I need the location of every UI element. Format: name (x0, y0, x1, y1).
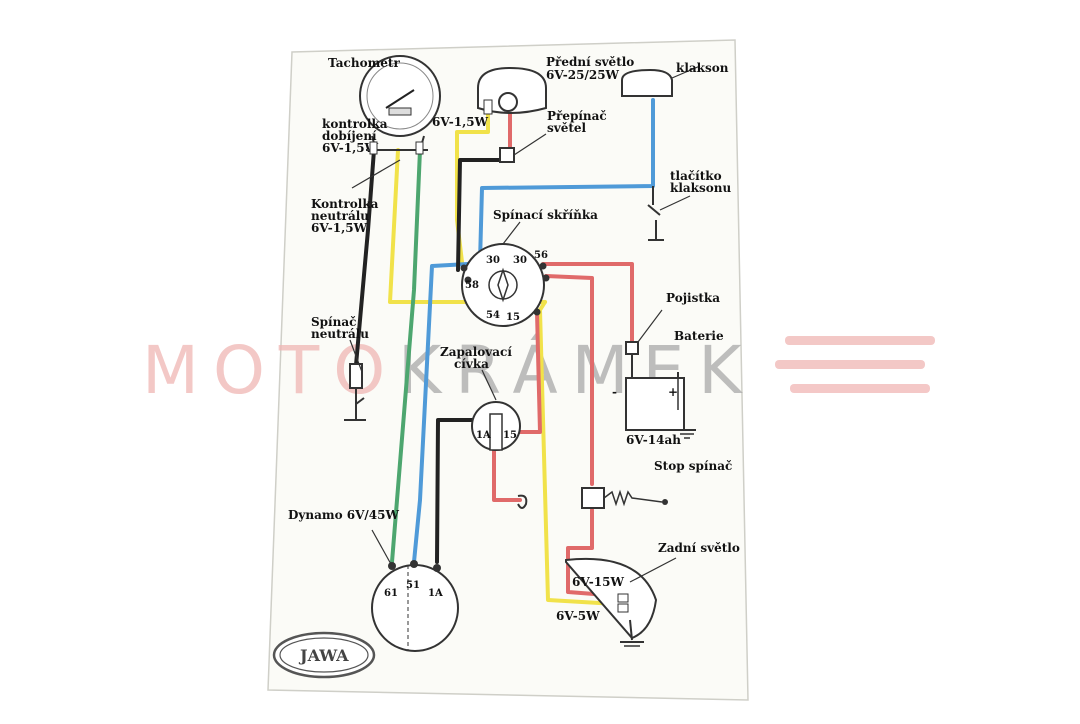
terminal-56: 56 (534, 250, 548, 261)
stop-spinac-label: Stop spínač (654, 459, 732, 473)
tlacitko-label-1: tlačítko (670, 169, 722, 183)
predni-svetlo-spec: 6V-25/25W (546, 68, 620, 82)
kontrolka-neutralu-label-3: 6V-1,5W (311, 221, 368, 235)
battery-plus: + (668, 385, 678, 399)
wire-blue-dynamo (412, 262, 470, 564)
zadni-svetlo-label: Zadní světlo (658, 541, 740, 555)
watermark-bar-3 (790, 384, 930, 393)
spinaci-skrinka-label: Spínací skříňka (493, 208, 598, 222)
pojistka-label: Pojistka (666, 291, 720, 305)
horn-icon (621, 65, 701, 97)
wire-red-battery (541, 262, 634, 347)
dynamo-terminal-1a: 1A (428, 588, 443, 599)
dynamo-label: Dynamo 6V/45W (288, 508, 400, 522)
spinac-neutralu-label-1: Spínač (311, 315, 356, 329)
prepinac-label-1: Přepínač (547, 109, 607, 123)
ignition-coil-icon (471, 369, 528, 509)
watermark-bar-1 (785, 336, 935, 345)
battery-icon (625, 354, 696, 439)
dynamo-terminal-51: 51 (406, 580, 420, 591)
terminal-54: 54 (486, 310, 500, 321)
coil-terminal-1a: 1A (476, 430, 491, 441)
spinac-neutralu-label-2: neutrálu (311, 327, 369, 341)
terminal-15: 15 (506, 312, 520, 323)
kontrolka-dobijeni-label-2: dobíjení (322, 129, 377, 143)
wire-red-stop (544, 274, 594, 486)
kontrolka-neutralu-label-2: neutrálu (311, 209, 369, 223)
zadni-spec-2: 6V-5W (556, 609, 600, 623)
klakson-label: klakson (676, 61, 729, 75)
coil-terminal-15: 15 (503, 430, 517, 441)
wire-green (390, 148, 422, 564)
ignition-switch-icon (460, 221, 550, 327)
paper-sheet (267, 39, 749, 701)
prepinac-label-2: světel (547, 121, 587, 135)
wire-black-coil (435, 418, 478, 564)
wire-red-coil (513, 310, 542, 434)
terminal-30a: 30 (486, 255, 500, 266)
wire-red-spark (492, 448, 522, 502)
predni-svetlo-label: Přední světlo (546, 55, 634, 69)
wire-black-switch (456, 158, 502, 272)
headlight-icon (477, 66, 547, 115)
taillight-icon (565, 557, 677, 647)
watermark-bar-2 (775, 360, 925, 369)
jawa-logo-text: JAWA (298, 646, 349, 665)
battery-minus: - (612, 385, 617, 399)
light-switch-icon (499, 133, 547, 163)
horn-button-icon (647, 186, 691, 241)
tachometr-label: Tachometr (328, 56, 400, 70)
baterie-spec: 6V-14ah (626, 433, 681, 447)
baterie-label: Baterie (674, 329, 724, 343)
kontrolka-dobijeni-label-3: 6V-1,5W (322, 141, 379, 155)
dynamo-terminal-61: 61 (384, 588, 398, 599)
stop-switch-icon (581, 487, 668, 509)
tlacitko-label-2: klaksonu (670, 181, 731, 195)
dynamo-icon (371, 529, 459, 652)
kontrolka-neutralu-label-1: Kontrolka (311, 197, 379, 211)
tachometer-icon (359, 55, 441, 151)
zapalovaci-label-1: Zapalovací (440, 345, 512, 359)
zadni-spec-1: 6V-15W (572, 575, 624, 589)
tach-bulb-label: 6V-1,5W (432, 115, 489, 129)
neutral-switch-icon (344, 339, 366, 421)
indicator-lamps-icon (351, 141, 428, 189)
terminal-58: 58 (465, 280, 479, 291)
wire-blue-horn (478, 98, 655, 264)
jawa-logo: JAWA (272, 631, 376, 679)
watermark-kramek: KRÁMEK (398, 332, 756, 409)
terminal-30b: 30 (513, 255, 527, 266)
wire-red-taillight (566, 508, 622, 598)
watermark-moto: MOTO (142, 332, 399, 409)
zapalovaci-label-2: cívka (454, 357, 489, 371)
wire-yellow-rear (538, 300, 618, 606)
kontrolka-dobijeni-label-1: kontrolka (322, 117, 388, 131)
